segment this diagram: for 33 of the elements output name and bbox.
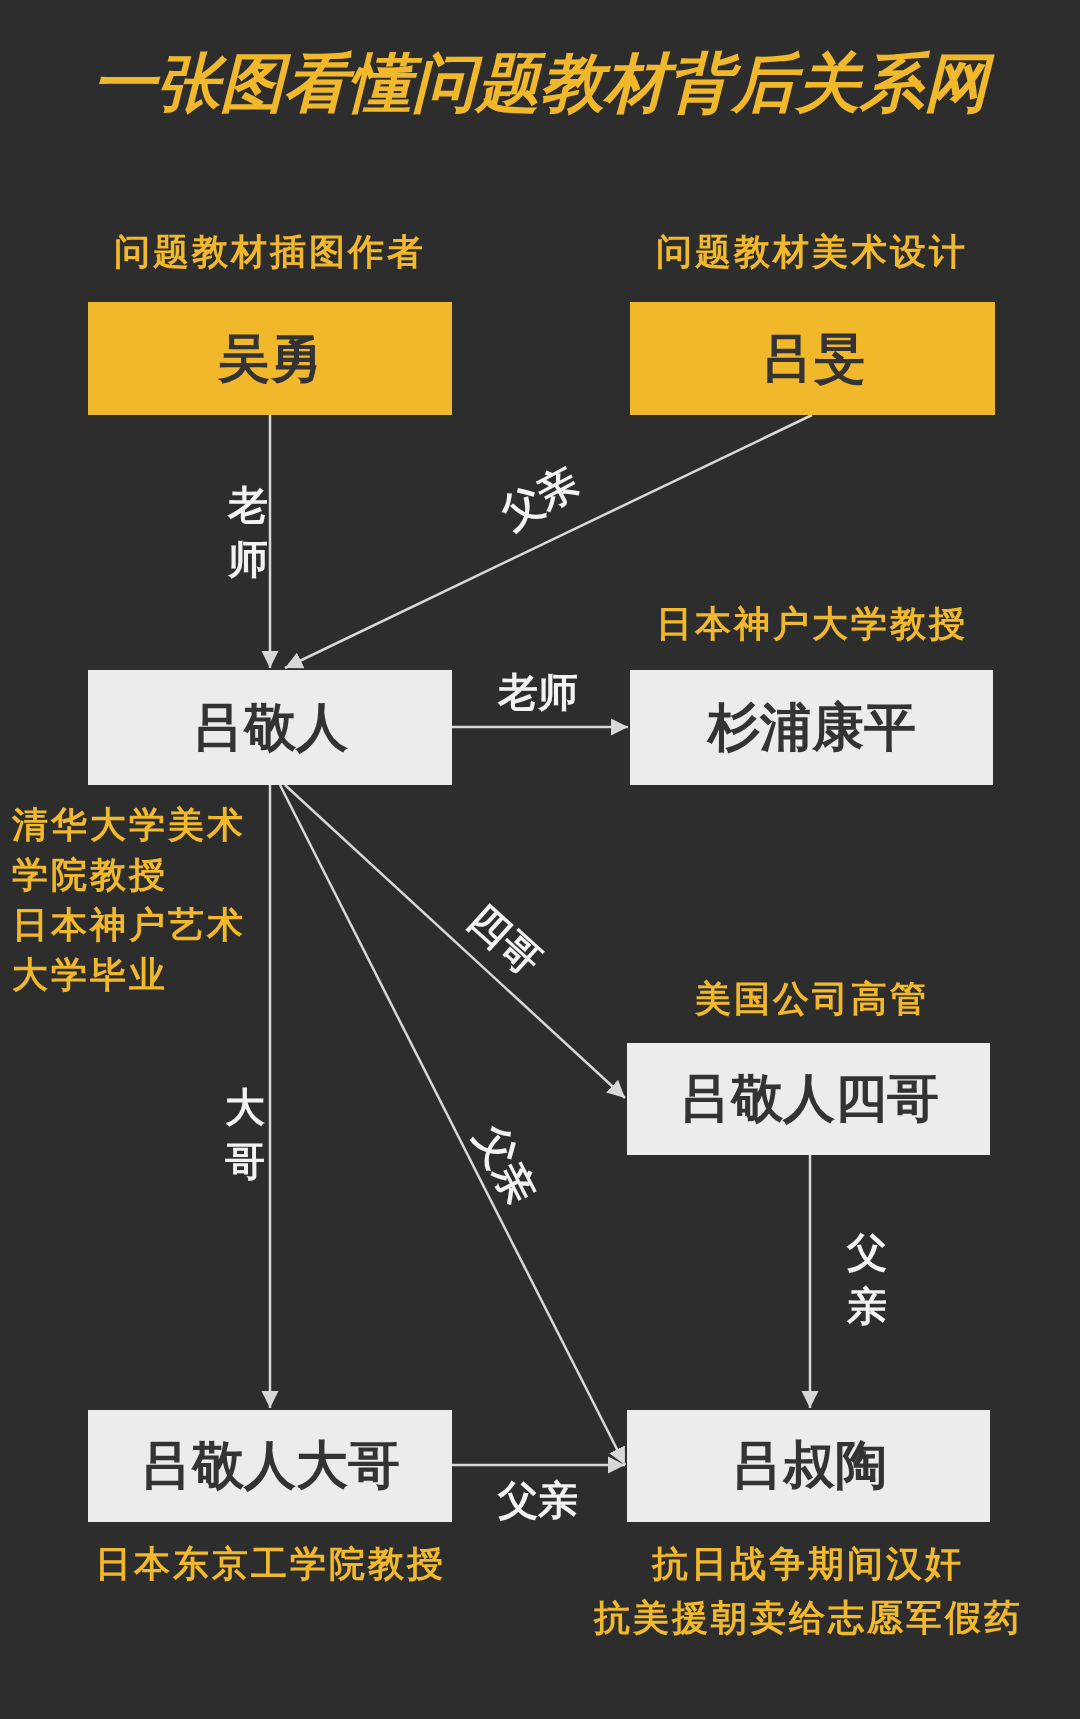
annotation-text: 日本神户大学教授 — [655, 602, 969, 646]
title: 一张图看懂问题教材背后关系网 — [0, 40, 1080, 127]
arrow — [278, 784, 627, 1466]
annotation-text: 日本东京工学院教授 — [93, 1542, 447, 1586]
annotation-text: 美国公司高管 — [694, 977, 930, 1021]
arrow — [284, 413, 813, 670]
name-box: 吕敬人大哥 — [88, 1410, 452, 1522]
arrow — [452, 1456, 625, 1474]
edge-label: 大哥 — [225, 1083, 266, 1186]
edge-label: 父亲 — [847, 1228, 888, 1331]
annotation-text: 抗美援朝卖给志愿军假药 — [592, 1596, 1024, 1640]
edge-label: 父亲 — [492, 457, 587, 539]
annotation-text: 抗日战争期间汉奸 — [650, 1542, 965, 1586]
annotation-text: 问题教材插图作者 — [113, 230, 427, 274]
arrow — [452, 718, 628, 736]
annotation-text: 问题教材美术设计 — [655, 230, 969, 274]
edge-label: 老师 — [498, 667, 578, 717]
edge-label: 老师 — [228, 481, 269, 584]
annotation-text: 日本神户艺术大学毕业 — [12, 903, 247, 997]
name-box: 杉浦康平 — [630, 670, 993, 785]
annotation-text: 清华大学美术学院教授 — [12, 803, 247, 897]
arrow — [261, 415, 279, 668]
arrow — [261, 785, 279, 1408]
arrow — [284, 784, 626, 1099]
name-box: 吕敬人 — [88, 670, 452, 785]
edge-label: 父亲 — [498, 1475, 578, 1525]
edge-label: 四哥 — [459, 894, 552, 986]
name-box: 吕旻 — [630, 302, 995, 415]
name-box: 吕叔陶 — [627, 1410, 990, 1522]
name-box: 吕敬人四哥 — [627, 1043, 990, 1155]
edge-label: 父亲 — [465, 1117, 546, 1213]
name-box: 吴勇 — [88, 302, 452, 415]
arrow — [801, 1155, 819, 1408]
